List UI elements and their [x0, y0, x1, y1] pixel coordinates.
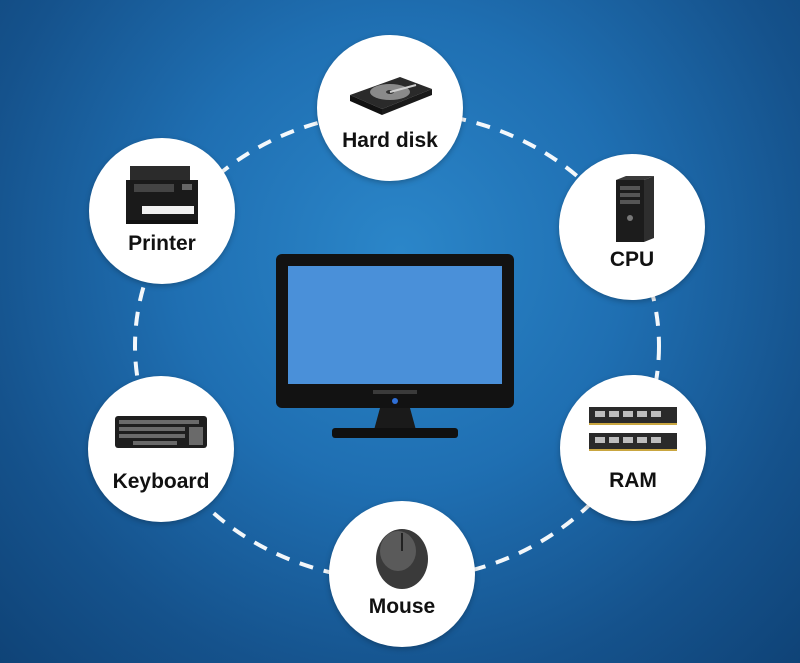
- ram-module-icon: [589, 407, 677, 451]
- node-hard-disk: Hard disk: [317, 35, 463, 181]
- printer-icon: [126, 166, 198, 224]
- cpu-tower-icon: [616, 176, 654, 242]
- node-label: Hard disk: [342, 129, 438, 152]
- hard-disk-icon: [350, 77, 432, 115]
- node-label: Keyboard: [112, 470, 210, 493]
- node-printer: Printer: [89, 138, 235, 284]
- node-label: Mouse: [368, 595, 436, 618]
- node-label: Printer: [128, 232, 196, 255]
- node-mouse: Mouse: [329, 501, 475, 647]
- node-ram: RAM: [560, 375, 706, 521]
- node-label: CPU: [609, 248, 655, 271]
- keyboard-icon: [115, 416, 207, 448]
- node-label: RAM: [609, 469, 657, 492]
- node-cpu: CPU: [559, 154, 705, 300]
- monitor-icon: [276, 254, 514, 438]
- mouse-icon: [376, 529, 428, 589]
- node-keyboard: Keyboard: [88, 376, 234, 522]
